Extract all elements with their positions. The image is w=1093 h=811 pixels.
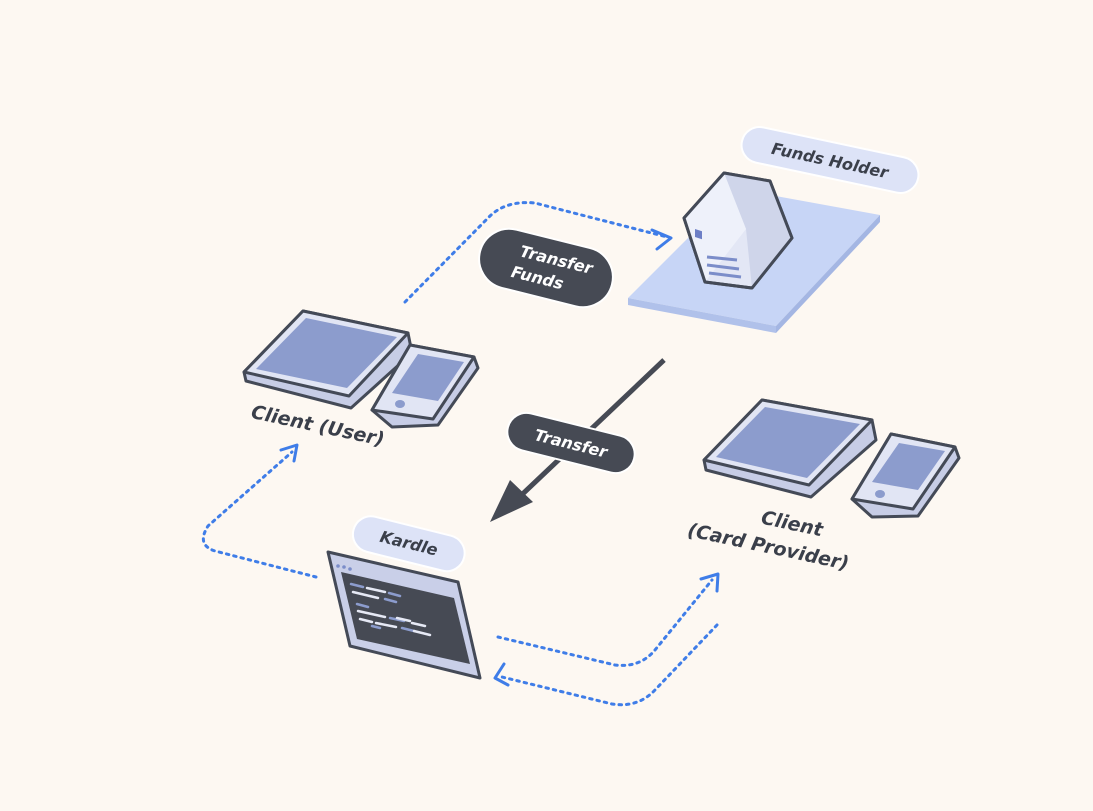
flow-line [201, 450, 318, 579]
phone-icon [850, 432, 961, 519]
flow-kardle-to-card-provider [496, 572, 720, 667]
tablet-icon [242, 309, 414, 410]
funds-holder-node: Funds Holder [628, 126, 920, 333]
flow-user-to-funds-holder [403, 201, 673, 304]
client-card-provider-node: Client (Card Provider) [686, 398, 961, 575]
kardle-pill: Kardle [351, 515, 466, 573]
flow-line [403, 201, 669, 304]
arrowhead-icon [650, 228, 673, 251]
code-window-icon [326, 550, 482, 680]
tablet-icon [702, 398, 878, 499]
client-user-node: Client (User) [242, 309, 480, 451]
server-icon [682, 171, 794, 290]
arrowhead-icon [490, 480, 533, 522]
phone-icon [370, 343, 480, 429]
kardle-node: Kardle [326, 515, 482, 680]
transfer-pill: Transfer [506, 411, 636, 475]
client-user-label: Client (User) [249, 401, 386, 451]
transfer-funds-pill: Transfer Funds [478, 227, 614, 309]
arrowhead-icon [279, 443, 299, 463]
flow-kardle-to-user [201, 443, 318, 579]
flow-line [496, 578, 714, 667]
flow-line [500, 623, 719, 707]
arrowhead-icon [699, 572, 720, 593]
flow-card-provider-to-kardle [493, 623, 719, 707]
arrowhead-icon [493, 662, 510, 687]
